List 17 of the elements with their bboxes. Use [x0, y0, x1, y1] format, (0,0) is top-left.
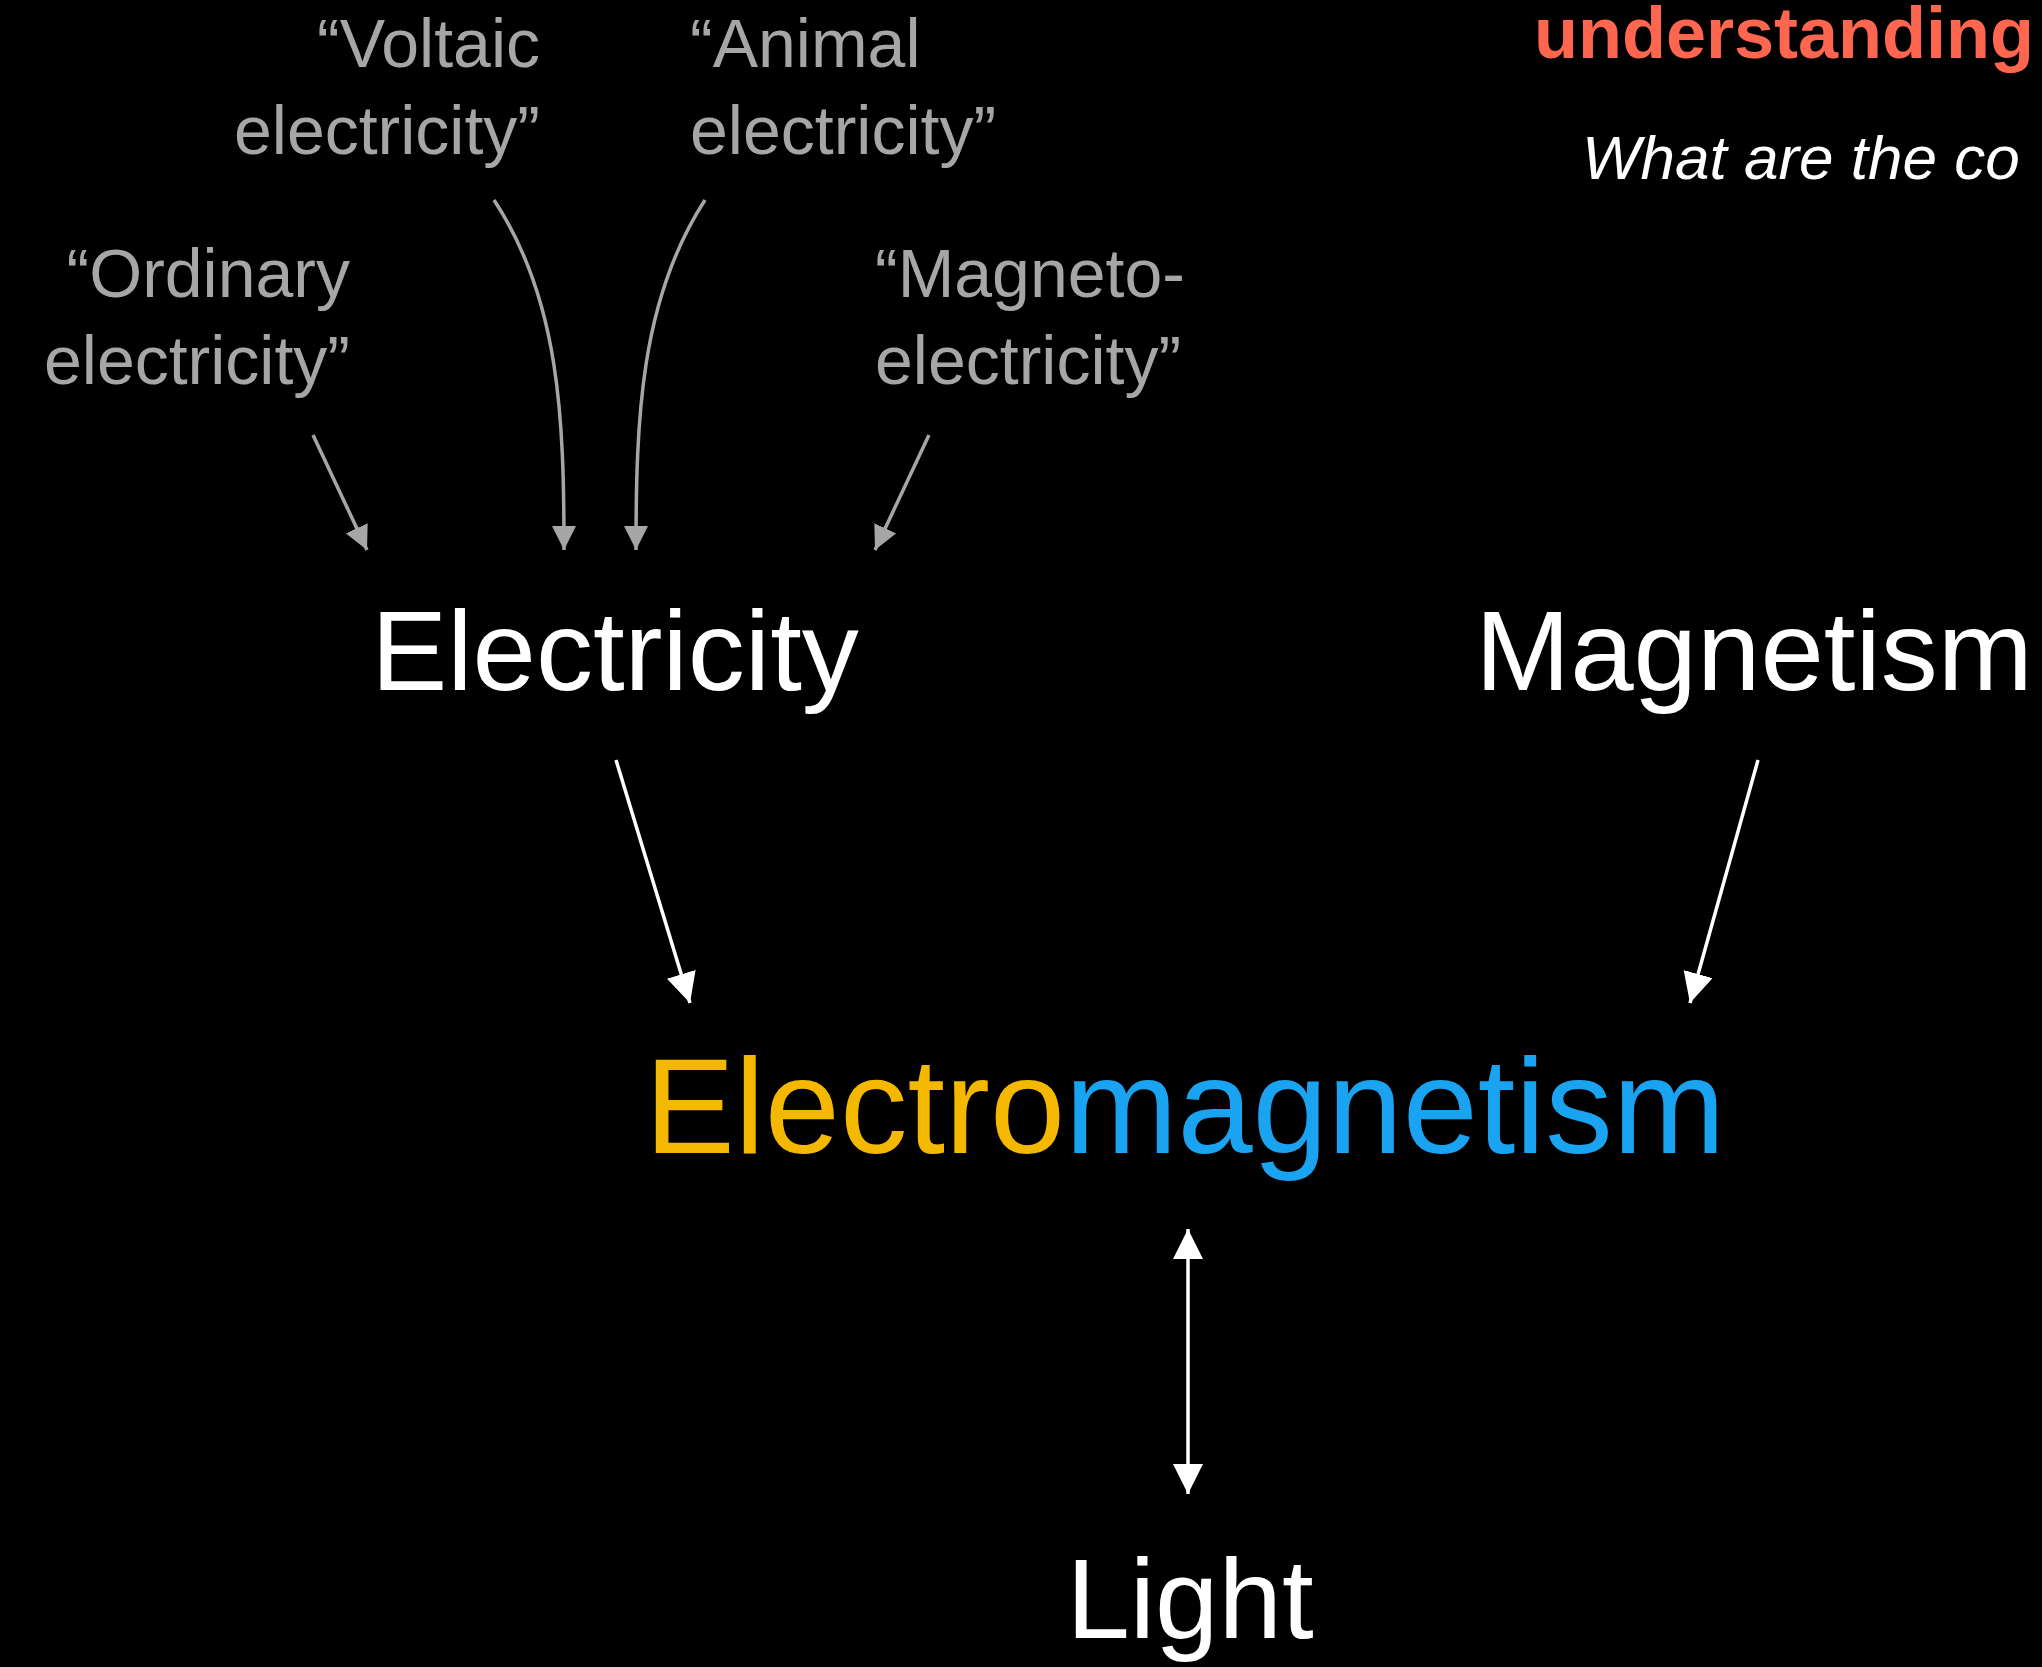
quoted-term: “Ordinary electricity”: [42, 234, 350, 400]
heading-text: understanding: [1534, 0, 2034, 75]
arrow: [311, 434, 369, 551]
concept-label: Electricity: [370, 586, 860, 716]
concept-label: Light: [1065, 1534, 1315, 1664]
arrow: [492, 199, 576, 550]
question-text: What are the co: [1582, 122, 2020, 194]
quoted-term: “Voltaic electricity”: [232, 4, 540, 170]
quoted-term: “Animal electricity”: [690, 4, 998, 170]
concept-label: Magnetism: [1474, 586, 2034, 716]
arrow: [624, 199, 707, 550]
concept-label: Electromagnetism: [643, 1032, 1727, 1182]
arrow: [1173, 1229, 1203, 1494]
quoted-term: “Magneto-electricity”: [875, 234, 1186, 400]
arrow: [614, 759, 696, 1004]
arrow: [1683, 759, 1760, 1004]
arrow: [873, 434, 931, 551]
